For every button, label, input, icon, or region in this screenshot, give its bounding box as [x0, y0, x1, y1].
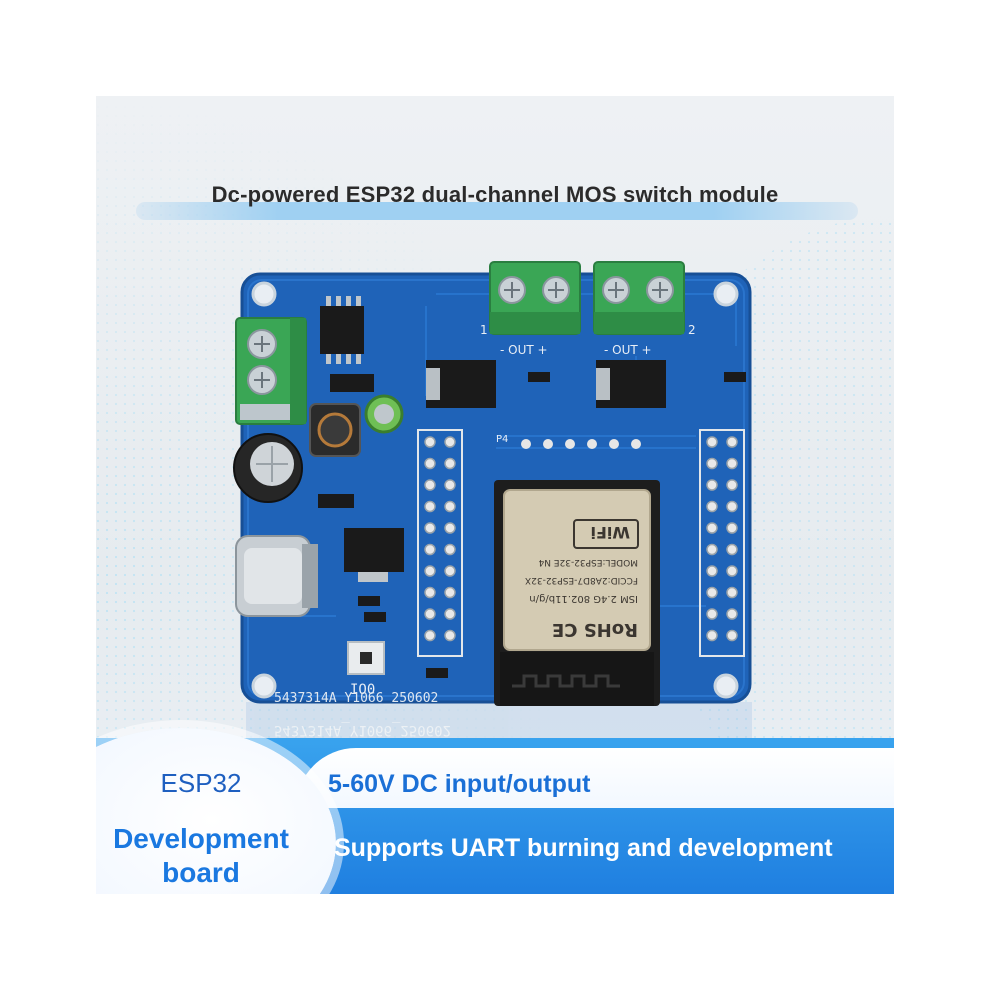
header-pin — [444, 565, 456, 577]
header-pin — [706, 457, 718, 470]
output-terminal-1 — [489, 261, 581, 335]
header-pin — [726, 586, 738, 599]
mosfet-1 — [426, 360, 496, 408]
header-pin — [424, 457, 436, 470]
header-pin — [706, 608, 718, 620]
header-pin — [444, 543, 456, 556]
header-pin — [726, 522, 738, 534]
header-pin — [726, 479, 738, 491]
feature-uart: Supports UART burning and development — [334, 834, 833, 862]
feature-io: 5-60V DC input/output — [328, 770, 591, 798]
header-pin — [424, 586, 436, 599]
io0-label: IO0 — [350, 682, 375, 698]
input-terminal-block — [235, 317, 307, 425]
out-label-1: - OUT + — [500, 343, 548, 357]
header-pin — [706, 629, 718, 642]
header-pin — [706, 436, 718, 448]
header-pin — [424, 500, 436, 513]
header-pin — [444, 436, 456, 448]
module-line2: FCCID:2A8D7-ESP32-32X — [525, 575, 638, 585]
header-pin — [706, 586, 718, 599]
voltage-regulator — [344, 528, 404, 572]
header-pin — [444, 629, 456, 642]
header-pin — [726, 500, 738, 513]
channel-1-label: 1 — [480, 323, 488, 337]
badge-esp32: ESP32 — [160, 768, 242, 798]
header-p4 — [521, 439, 641, 449]
header-pin — [706, 479, 718, 491]
title-highlight-bar — [136, 202, 858, 220]
header-pin — [726, 565, 738, 577]
header-pin — [726, 457, 738, 470]
header-pin — [444, 586, 456, 599]
svg-text:5437314A_Y1066_250602: 5437314A_Y1066_250602 — [274, 722, 451, 738]
header-pin — [726, 608, 738, 620]
header-pin — [424, 629, 436, 642]
module-line1: ISM 2.4G 802.11b/g/n — [529, 593, 638, 604]
ic-chip — [320, 296, 364, 364]
module-marks: RoHS CE — [552, 619, 638, 640]
left-pin-header — [417, 429, 463, 657]
silkscreen-id: 5437314A_Y1066_250602 — [274, 691, 438, 706]
right-pin-header — [699, 429, 745, 657]
header-pin — [444, 608, 456, 620]
header-pin — [706, 565, 718, 577]
product-image: Dc-powered ESP32 dual-channel MOS switch… — [96, 96, 894, 894]
header-pin — [444, 457, 456, 470]
header-pin — [444, 479, 456, 491]
header-p4-label: P4 — [496, 434, 508, 445]
header-pin — [706, 522, 718, 534]
badge-development-board: Development board — [113, 823, 289, 888]
page-title: Dc-powered ESP32 dual-channel MOS switch… — [211, 182, 779, 207]
esp32-module: RoHS CE ISM 2.4G 802.11b/g/n FCCID:2A8D7… — [494, 480, 660, 706]
header-pin — [726, 436, 738, 448]
header-pin — [424, 565, 436, 577]
header-pin — [424, 608, 436, 620]
header-pin — [424, 479, 436, 491]
pcb-board: 5437314A_Y1066_250602 — [233, 261, 752, 762]
module-line3: MODEL:ESP32-32E N4 — [538, 557, 638, 567]
header-pin — [706, 543, 718, 556]
header-pin — [726, 543, 738, 556]
module-wifi-logo: WiFi — [590, 523, 630, 542]
header-pin — [424, 522, 436, 534]
diode — [330, 374, 374, 392]
header-pin — [726, 629, 738, 642]
header-pin — [444, 500, 456, 513]
feature-band-top — [296, 748, 894, 808]
header-pin — [444, 522, 456, 534]
output-terminal-2 — [593, 261, 685, 335]
io0-button — [347, 641, 385, 675]
header-pin — [424, 436, 436, 448]
out-label-2: - OUT + — [604, 343, 652, 357]
header-pin — [706, 500, 718, 513]
header-pin — [424, 543, 436, 556]
channel-2-label: 2 — [688, 323, 696, 337]
usb-c-port — [235, 535, 318, 617]
mosfet-2 — [596, 360, 666, 408]
